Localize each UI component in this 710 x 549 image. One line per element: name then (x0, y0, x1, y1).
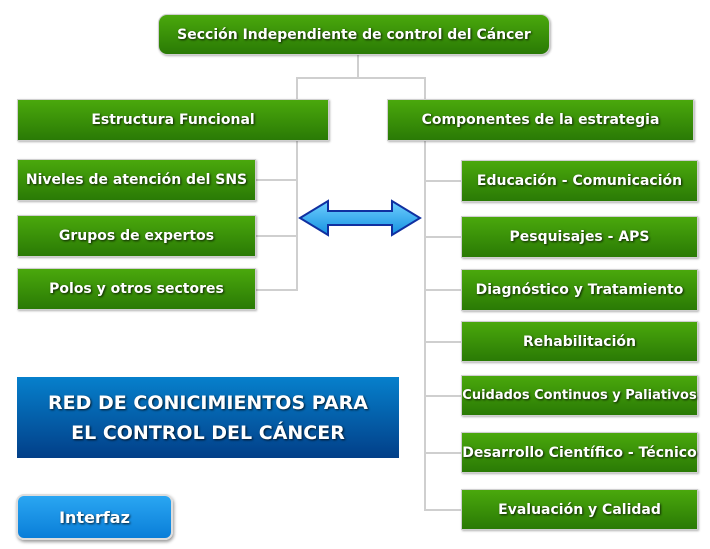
right-header-node[interactable]: Componentes de la estrategia (387, 99, 694, 141)
left-item[interactable]: Grupos de expertos (17, 215, 256, 257)
connector (424, 509, 462, 511)
right-item[interactable]: Rehabilitación (461, 321, 698, 362)
connector (296, 77, 426, 79)
connector (424, 180, 462, 182)
left-item[interactable]: Polos y otros sectores (17, 268, 256, 310)
connector (424, 395, 462, 397)
connector (357, 54, 359, 79)
right-item[interactable]: Diagnóstico y Tratamiento (461, 269, 698, 311)
left-item[interactable]: Niveles de atención del SNS (17, 159, 256, 201)
root-node[interactable]: Sección Independiente de control del Cán… (158, 14, 550, 55)
interfaz-button[interactable]: Interfaz (16, 494, 173, 540)
banner-line-1: RED DE CONICIMIENTOS PARA (48, 391, 368, 414)
right-item[interactable]: Desarrollo Científico - Técnico (461, 432, 698, 473)
connector (296, 140, 298, 291)
banner-line-2: EL CONTROL DEL CÁNCER (71, 421, 345, 444)
right-item[interactable]: Cuidados Continuos y Paliativos (461, 375, 698, 416)
double-arrow-icon (298, 199, 422, 237)
right-item[interactable]: Educación - Comunicación (461, 160, 698, 202)
connector (424, 289, 462, 291)
connector (296, 77, 298, 99)
right-item[interactable]: Pesquisajes - APS (461, 216, 698, 258)
connector (424, 77, 426, 99)
right-item[interactable]: Evaluación y Calidad (461, 489, 698, 530)
connector (255, 235, 297, 237)
connector (424, 236, 462, 238)
connector (424, 341, 462, 343)
connector (424, 140, 426, 510)
connector (424, 452, 462, 454)
network-banner: RED DE CONICIMIENTOS PARA EL CONTROL DEL… (17, 377, 399, 458)
connector (255, 179, 297, 181)
left-header-node[interactable]: Estructura Funcional (17, 99, 329, 141)
connector (255, 289, 297, 291)
